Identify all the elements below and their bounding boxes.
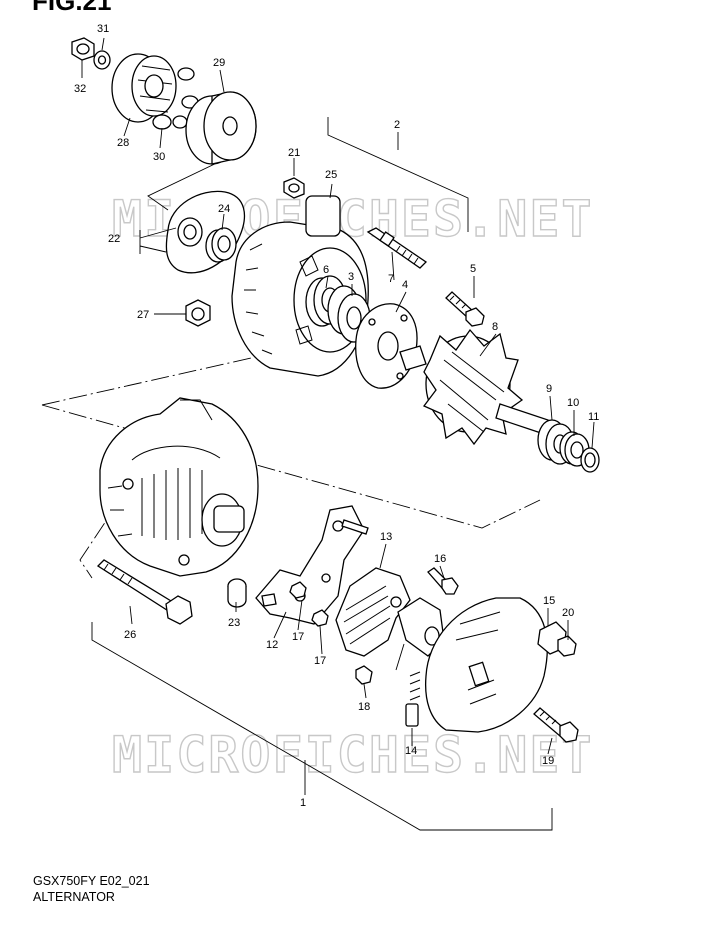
callout-17b: 17 (314, 655, 326, 667)
callout-4: 4 (402, 279, 408, 291)
callout-18: 18 (358, 701, 370, 713)
figure-code: GSX750FY E02_021 (33, 874, 150, 888)
callout-13: 13 (380, 531, 392, 543)
callout-22: 22 (108, 233, 120, 245)
bolt-5 (445, 291, 485, 327)
callout-6: 6 (323, 264, 329, 276)
bolt-26 (96, 559, 193, 625)
bearing-3 (327, 285, 371, 343)
callout-25: 25 (325, 169, 337, 181)
callout-17a: 17 (292, 631, 304, 643)
rotor-8 (399, 328, 549, 446)
callout-1: 1 (300, 797, 306, 809)
watermark-bottom: MICROFICHES.NET (112, 726, 594, 784)
callout-29: 29 (213, 57, 225, 69)
bolt-19 (533, 707, 579, 743)
callout-20: 20 (562, 607, 574, 619)
stud-7 (366, 227, 428, 269)
alternator-assembly-1 (99, 397, 259, 577)
callout-27: 27 (137, 309, 149, 321)
brush-14 (405, 671, 421, 727)
nut-32 (71, 37, 95, 61)
callout-7: 7 (388, 273, 394, 285)
callout-21: 21 (288, 147, 300, 159)
callout-11: 11 (588, 411, 599, 423)
callouts: 1 2 3 4 5 6 7 8 9 10 11 12 13 14 15 16 1… (74, 23, 599, 809)
regulator-13 (335, 567, 445, 657)
callout-8: 8 (492, 321, 498, 333)
callout-19: 19 (542, 755, 554, 767)
figure-title: FIG.21 (32, 0, 112, 16)
callout-16: 16 (434, 553, 446, 565)
callout-2: 2 (394, 119, 400, 131)
callout-14: 14 (405, 745, 417, 757)
rear-cover (424, 597, 548, 733)
bracket-2 (327, 117, 469, 232)
clutch-hub-28 (111, 53, 177, 123)
ring-11 (580, 447, 600, 473)
callout-15: 15 (543, 595, 555, 607)
figure-name: ALTERNATOR (33, 890, 115, 904)
callout-23: 23 (228, 617, 240, 629)
callout-12: 12 (266, 639, 278, 651)
screw-17b (311, 609, 329, 627)
callout-32: 32 (74, 83, 86, 95)
bearing-24 (205, 227, 237, 263)
bolt-16 (427, 567, 459, 595)
callout-5: 5 (470, 263, 476, 275)
callout-10: 10 (567, 397, 579, 409)
bracket-1 (91, 622, 553, 831)
nut-20 (557, 635, 577, 657)
callout-26: 26 (124, 629, 136, 641)
collar-27 (185, 299, 211, 327)
screw-17a (289, 581, 307, 599)
retainer-4 (355, 303, 418, 389)
callout-28: 28 (117, 137, 129, 149)
nut-21 (283, 177, 305, 199)
pulley-29 (185, 91, 257, 165)
collar-23 (227, 578, 247, 608)
callout-30: 30 (153, 151, 165, 163)
screw-18 (355, 665, 373, 685)
washer-31 (93, 50, 111, 70)
callout-3: 3 (348, 271, 354, 283)
callout-9: 9 (546, 383, 552, 395)
callout-24: 24 (218, 203, 230, 215)
callout-31: 31 (97, 23, 109, 35)
